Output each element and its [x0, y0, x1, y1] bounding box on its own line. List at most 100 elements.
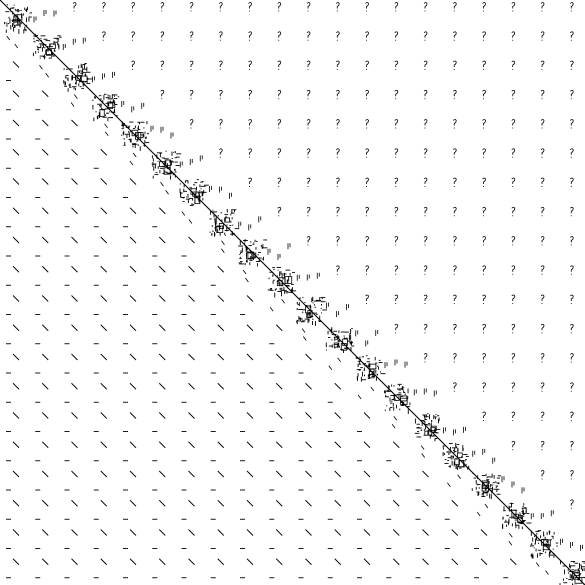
coupling-entry [482, 448, 486, 455]
coupling-entry [221, 240, 225, 245]
upper-entry [306, 119, 311, 129]
coupling-entry [229, 192, 232, 199]
coupling-entry [453, 429, 456, 436]
upper-entry [540, 119, 545, 129]
upper-entry [335, 119, 340, 129]
lower-entry [275, 324, 283, 332]
lower-entry [422, 529, 429, 536]
block-entry [542, 543, 550, 551]
lower-entry [217, 441, 225, 449]
block-entry [457, 452, 463, 459]
coupling-entry [508, 533, 513, 538]
lower-entry [188, 441, 195, 449]
coupling-entry [346, 304, 349, 311]
lower-entry [275, 558, 283, 566]
coupling-entry [530, 513, 534, 520]
upper-entry [306, 89, 311, 100]
lower-entry [158, 265, 166, 273]
lower-entry [129, 178, 137, 185]
coupling-entry [296, 274, 300, 281]
upper-entry [511, 323, 516, 334]
upper-entry [452, 60, 457, 70]
coupling-entry [472, 450, 476, 457]
upper-entry [511, 265, 516, 275]
coupling-entry [131, 106, 135, 113]
upper-entry [306, 236, 311, 246]
block-entry [165, 159, 171, 167]
lower-entry [158, 470, 166, 478]
upper-entry [365, 206, 369, 217]
upper-entry [540, 382, 545, 392]
block-entry [454, 458, 460, 465]
lower-entry [12, 207, 20, 215]
upper-entry [452, 177, 457, 187]
upper-entry [482, 265, 486, 275]
coupling-entry [219, 186, 222, 193]
coupling-entry [301, 328, 306, 333]
lower-entry [246, 353, 254, 361]
upper-entry [540, 177, 545, 187]
upper-entry [482, 148, 486, 158]
coupling-entry [511, 481, 515, 488]
upper-entry [189, 2, 194, 12]
upper-entry [218, 148, 223, 158]
coupling-entry [463, 426, 466, 433]
upper-entry [569, 31, 574, 41]
coupling-entry [370, 386, 375, 392]
lower-entry [217, 353, 225, 361]
upper-entry [569, 148, 574, 158]
upper-entry [511, 177, 516, 187]
upper-entry [452, 206, 457, 217]
upper-entry [277, 2, 282, 12]
coupling-entry [179, 161, 183, 168]
lower-entry [129, 353, 137, 361]
lower-entry [71, 529, 78, 536]
lower-entry [188, 470, 195, 478]
lower-entry [12, 558, 20, 566]
upper-entry [394, 177, 399, 187]
upper-entry [540, 411, 545, 421]
upper-entry [394, 148, 399, 158]
upper-entry [248, 148, 252, 158]
coupling-entry [336, 311, 339, 318]
lower-entry [129, 236, 137, 244]
upper-entry [540, 206, 545, 217]
lower-entry [451, 558, 459, 566]
lower-entry [305, 499, 312, 507]
diagonal-block [502, 502, 554, 546]
upper-entry [482, 206, 486, 217]
upper-entry [511, 382, 516, 392]
upper-entry [569, 265, 574, 275]
lower-entry [158, 382, 166, 390]
lower-entry [100, 236, 108, 244]
block-entry [400, 395, 408, 402]
lower-entry [334, 441, 342, 449]
upper-entry [452, 31, 457, 41]
lower-entry [12, 178, 20, 185]
lower-entry [188, 353, 195, 361]
coupling-entry [384, 362, 388, 369]
diagonal-block [91, 93, 145, 136]
upper-entry [277, 206, 282, 217]
coupling-entry [404, 361, 408, 368]
lower-entry [41, 558, 49, 566]
upper-entry [423, 265, 428, 275]
block-entry [430, 427, 436, 433]
upper-entry [160, 60, 165, 70]
upper-entry [248, 2, 252, 12]
block-entry [278, 277, 286, 285]
coupling-entry [189, 158, 193, 165]
lower-entry [100, 382, 108, 390]
block-entry [306, 312, 312, 319]
upper-entry [160, 89, 165, 100]
coupling-entry [457, 474, 461, 479]
lower-entry [275, 499, 283, 507]
upper-entry [277, 119, 282, 129]
diagonal-block [414, 413, 466, 458]
block-entry [482, 482, 488, 490]
lower-entry [41, 90, 49, 98]
lower-entry [71, 265, 78, 273]
upper-entry [394, 265, 399, 275]
lower-entry [12, 382, 20, 390]
diagonal-block [355, 355, 408, 400]
